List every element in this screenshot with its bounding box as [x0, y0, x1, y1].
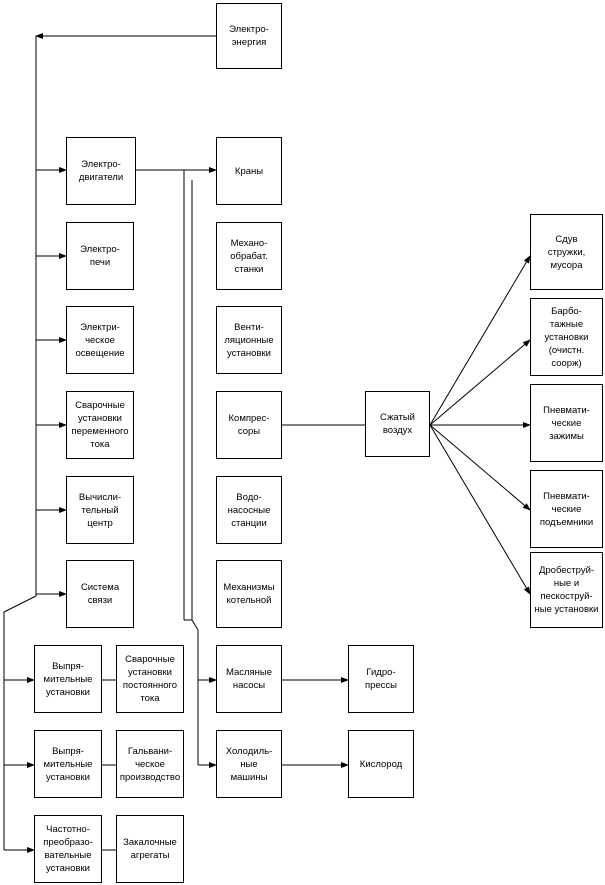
- node-computing-center: Вычисли- тельный центр: [66, 476, 134, 544]
- node-cranes: Краны: [216, 137, 282, 205]
- node-hardening-units: Закалочные агрегаты: [116, 815, 184, 883]
- node-electric-lighting: Электри- ческое освещение: [66, 306, 134, 374]
- edge-bus-connector: [3, 595, 37, 613]
- node-bubbling-units: Барбо- тажные установки (очистн. соорж): [530, 298, 603, 376]
- node-galvanic-production: Гальвани- ческое производство: [116, 730, 184, 798]
- edge-motors-bus-c: [191, 619, 199, 631]
- node-dc-welding: Сварочные установки постоянного тока: [116, 645, 184, 713]
- node-rectifier-1: Выпря- мительные установки: [34, 645, 102, 713]
- node-refrigeration: Холодиль- ные машины: [216, 730, 282, 798]
- node-pneumatic-lifts: Пневмати- ческие подъемники: [530, 470, 603, 548]
- node-compressed-air: Сжатый воздух: [365, 391, 430, 457]
- node-electric-furnaces: Электро- печи: [66, 222, 134, 290]
- edge-air-to-blowing: [429, 255, 531, 426]
- node-machine-tools: Механо- обрабат. станки: [216, 222, 282, 290]
- node-chip-blowing: Сдув стружки, мусора: [530, 214, 603, 290]
- edge-air-to-bubbling: [429, 339, 531, 426]
- node-pneumatic-clamps: Пневмати- ческие зажимы: [530, 384, 603, 462]
- node-electroenergy: Электро- энергия: [216, 3, 282, 69]
- node-compressors: Компрес- соры: [216, 391, 282, 459]
- node-frequency-converters: Частотно- преобразо- вательные установки: [34, 815, 102, 883]
- node-oil-pumps: Масляные насосы: [216, 645, 282, 713]
- edge-air-to-blasting: [429, 424, 531, 595]
- node-shot-sand-blasting: Дробеструй- ные и пескоструй- ные устано…: [530, 552, 603, 628]
- node-ac-welding: Сварочные установки переменного тока: [66, 391, 134, 459]
- node-rectifier-2: Выпря- мительные установки: [34, 730, 102, 798]
- node-oxygen: Кислород: [348, 730, 414, 798]
- node-water-pumping: Водо- насосные станции: [216, 476, 282, 544]
- node-hydraulic-presses: Гидро- прессы: [348, 645, 414, 713]
- node-boiler-mechanisms: Механизмы котельной: [216, 560, 282, 628]
- node-electric-motors: Электро- двигатели: [66, 137, 136, 205]
- node-ventilation: Венти- ляционные установки: [216, 306, 282, 374]
- node-communication-system: Система связи: [66, 560, 134, 628]
- edge-air-to-lifts: [429, 424, 531, 511]
